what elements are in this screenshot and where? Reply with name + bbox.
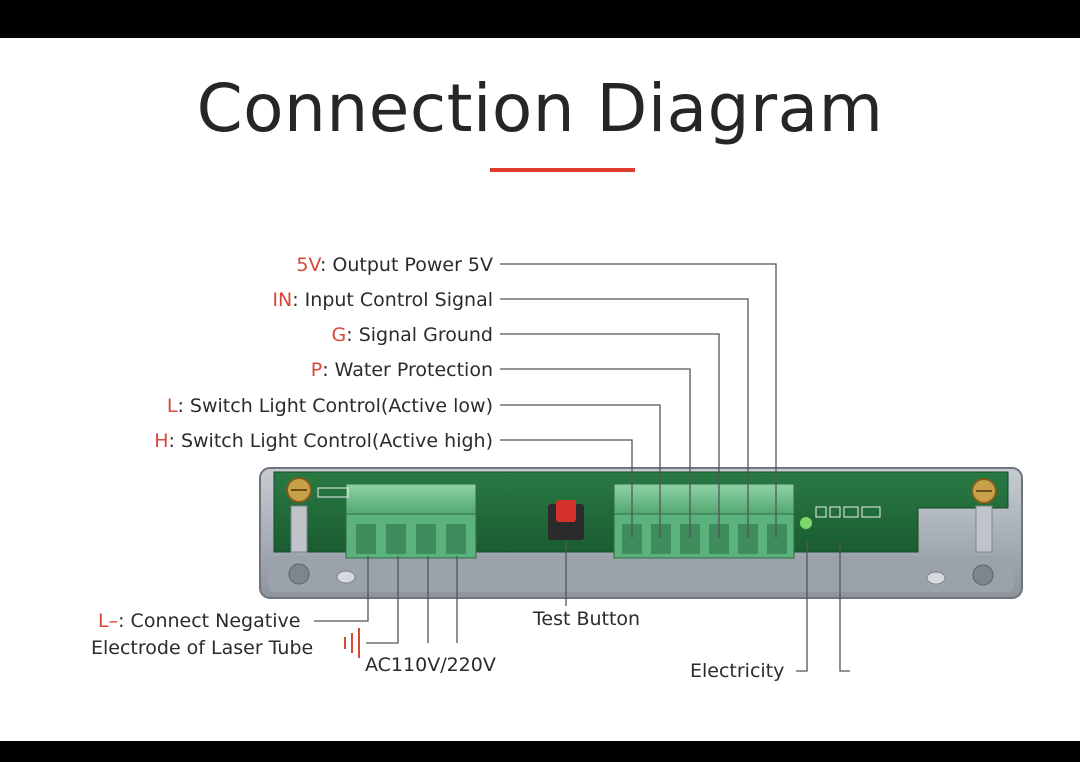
mount-hole-left <box>289 564 309 584</box>
label-5v: 5V: Output Power 5V <box>296 254 493 276</box>
label-electricity: Electricity <box>690 659 784 683</box>
right-screw <box>972 479 996 552</box>
label-in: IN: Input Control Signal <box>272 289 493 311</box>
test-button-component <box>548 500 584 540</box>
label-l: L: Switch Light Control(Active low) <box>167 395 493 417</box>
ground-symbol-icon <box>345 628 359 658</box>
label-laser-negative-line2: Electrode of Laser Tube <box>91 636 313 660</box>
left-terminal-block <box>346 484 476 558</box>
power-led <box>800 517 812 529</box>
mount-hole-right <box>973 565 993 585</box>
label-ac-input: AC110V/220V <box>365 653 496 677</box>
left-screw <box>287 478 311 552</box>
label-g: G: Signal Ground <box>332 324 493 346</box>
slot-left <box>337 571 355 583</box>
label-test-button: Test Button <box>533 607 640 631</box>
slot-right <box>927 572 945 584</box>
case-inner-shadow <box>268 556 1014 592</box>
label-p: P: Water Protection <box>311 359 493 381</box>
bottom-black-bar <box>0 741 1080 762</box>
label-laser-negative: L–: Connect Negative <box>98 609 300 633</box>
label-h: H: Switch Light Control(Active high) <box>154 430 493 452</box>
right-terminal-block <box>614 484 794 558</box>
